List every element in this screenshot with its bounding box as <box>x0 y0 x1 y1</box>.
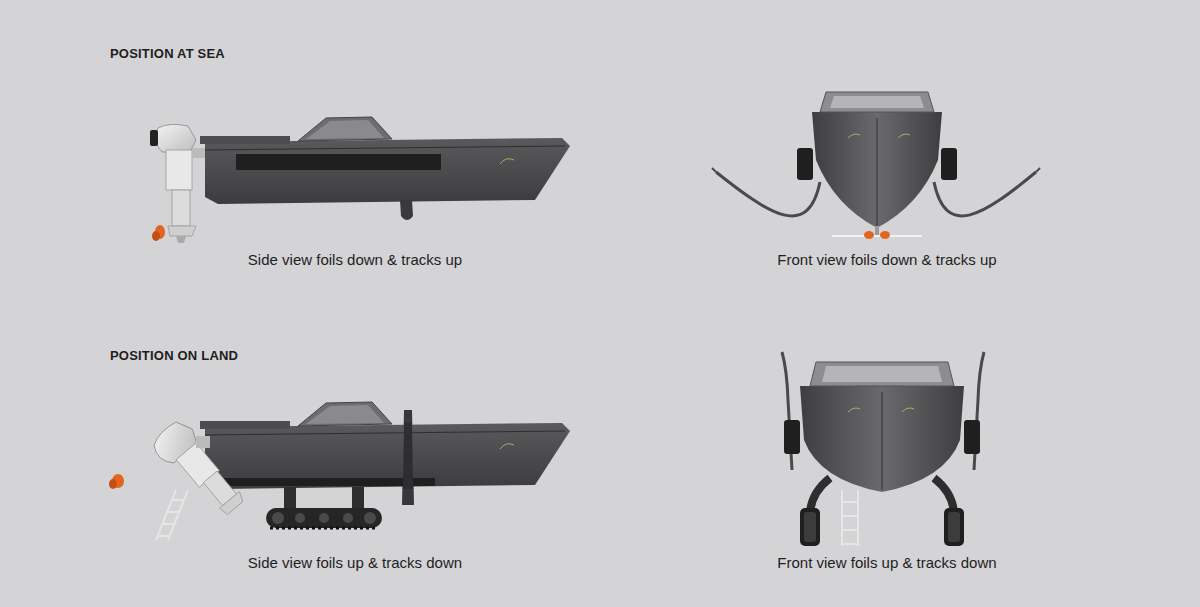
view-caption: Side view foils down & tracks up <box>248 251 462 268</box>
section-heading: POSITION AT SEA <box>110 46 225 61</box>
view-caption: Front view foils up & tracks down <box>777 554 996 571</box>
side-view-sea <box>150 117 570 243</box>
section-heading: POSITION ON LAND <box>110 348 238 363</box>
view-caption: Side view foils up & tracks down <box>248 554 462 571</box>
side-view-land <box>109 402 570 540</box>
view-caption: Front view foils down & tracks up <box>777 251 996 268</box>
front-view-sea <box>712 92 1040 239</box>
front-view-land <box>782 352 984 546</box>
